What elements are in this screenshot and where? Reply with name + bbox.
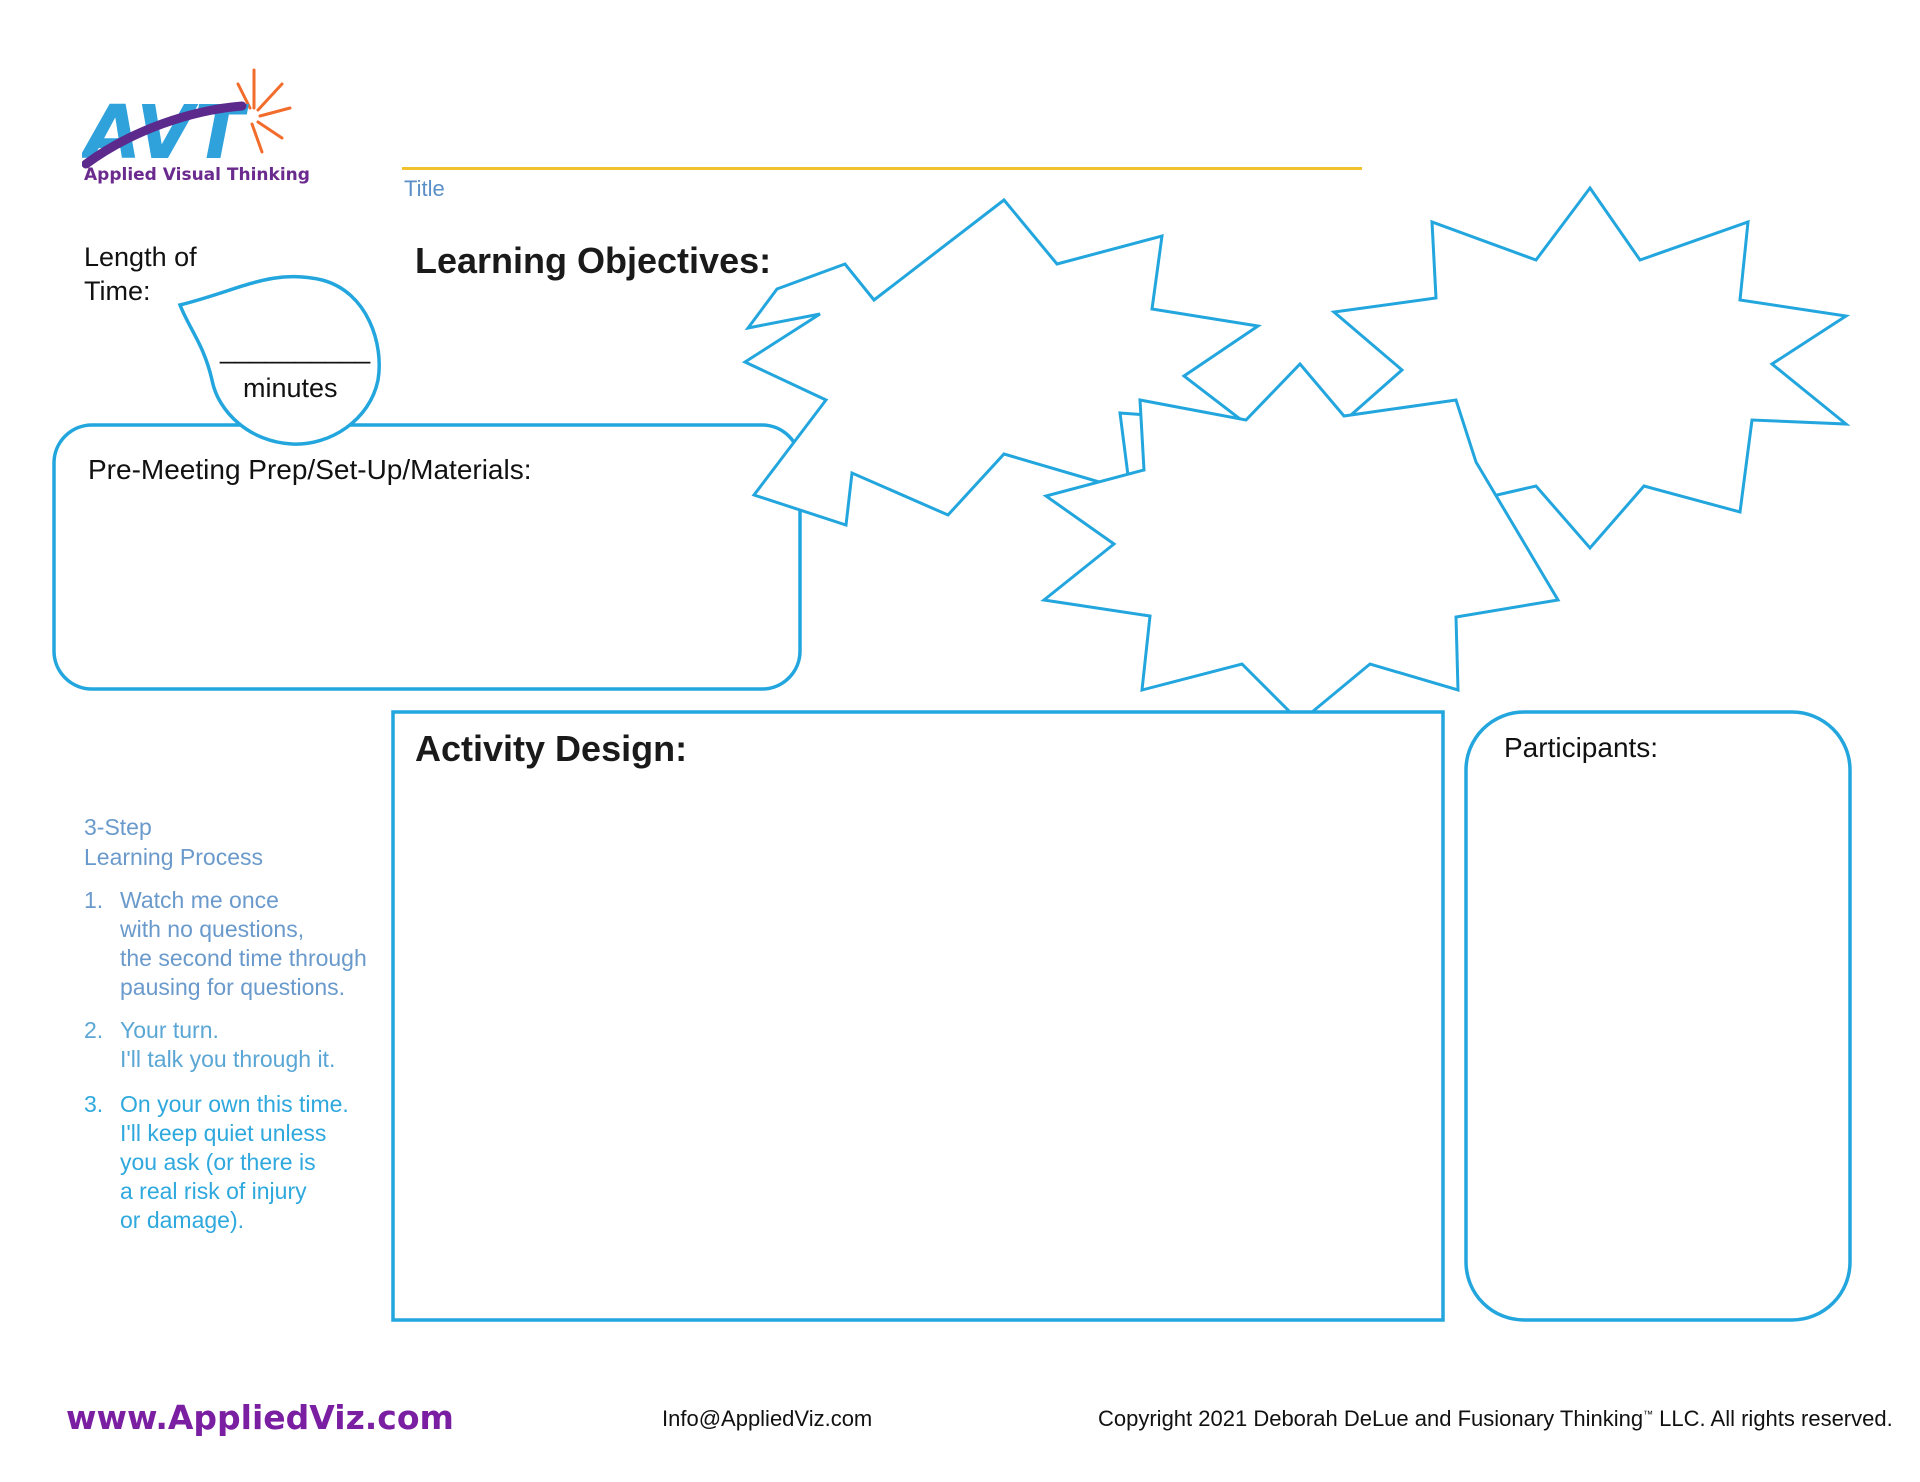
step-number: 1.: [84, 887, 104, 913]
trademark-mark: ™: [1643, 1409, 1654, 1421]
time-circle: [177, 274, 381, 446]
step-line: Watch me once: [120, 887, 279, 913]
activity-design-label: Activity Design:: [415, 728, 688, 769]
step-line: I'll keep quiet unless: [120, 1120, 327, 1146]
process-heading-line2: Learning Process: [84, 844, 263, 870]
learning-objectives-label: Learning Objectives:: [415, 240, 772, 281]
footer-website-link[interactable]: www.AppliedViz.com: [66, 1398, 454, 1437]
minutes-label: minutes: [243, 373, 338, 403]
logo-name: Applied Visual Thinking: [84, 165, 310, 185]
footer-copyright: Copyright 2021 Deborah DeLue and Fusiona…: [1098, 1406, 1893, 1432]
avt-logo: AVT: [82, 68, 292, 176]
step-line: you ask (or there is: [120, 1149, 316, 1175]
logo-burst-icon: [236, 68, 292, 154]
copyright-text-end: LLC. All rights reserved.: [1653, 1406, 1893, 1431]
step-line: with no questions,: [120, 916, 305, 942]
step-line: or damage).: [120, 1207, 245, 1233]
title-line: [402, 167, 1362, 170]
objective-star-1[interactable]: [741, 197, 1262, 527]
prep-box[interactable]: [52, 423, 802, 691]
process-heading-line1: 3-Step: [84, 814, 152, 840]
step-line: pausing for questions.: [120, 974, 346, 1000]
step-line: the second time through: [120, 945, 367, 971]
step-number: 3.: [84, 1091, 104, 1117]
minutes-input-blank[interactable]: __________: [220, 334, 371, 364]
step-line: On your own this time.: [120, 1091, 349, 1117]
step-number: 2.: [84, 1017, 104, 1043]
footer-email-link[interactable]: Info@AppliedViz.com: [662, 1406, 873, 1431]
step-line: I'll talk you through it.: [120, 1046, 336, 1072]
participants-label: Participants:: [1504, 732, 1659, 763]
step-line: a real risk of injury: [120, 1178, 307, 1204]
step-line: Your turn.: [120, 1017, 219, 1043]
title-label: Title: [404, 176, 445, 201]
logo-swoosh-icon: [82, 101, 247, 169]
process-heading: 3-Step Learning Process: [84, 812, 263, 872]
participants-box[interactable]: [1464, 710, 1852, 1322]
length-of-time-label: Length of Time:: [84, 242, 197, 306]
copyright-text: Copyright 2021 Deborah DeLue and Fusiona…: [1098, 1406, 1644, 1431]
activity-box[interactable]: [391, 710, 1445, 1322]
prep-label: Pre-Meeting Prep/Set-Up/Materials:: [88, 454, 532, 485]
objective-star-3[interactable]: [1040, 361, 1561, 725]
